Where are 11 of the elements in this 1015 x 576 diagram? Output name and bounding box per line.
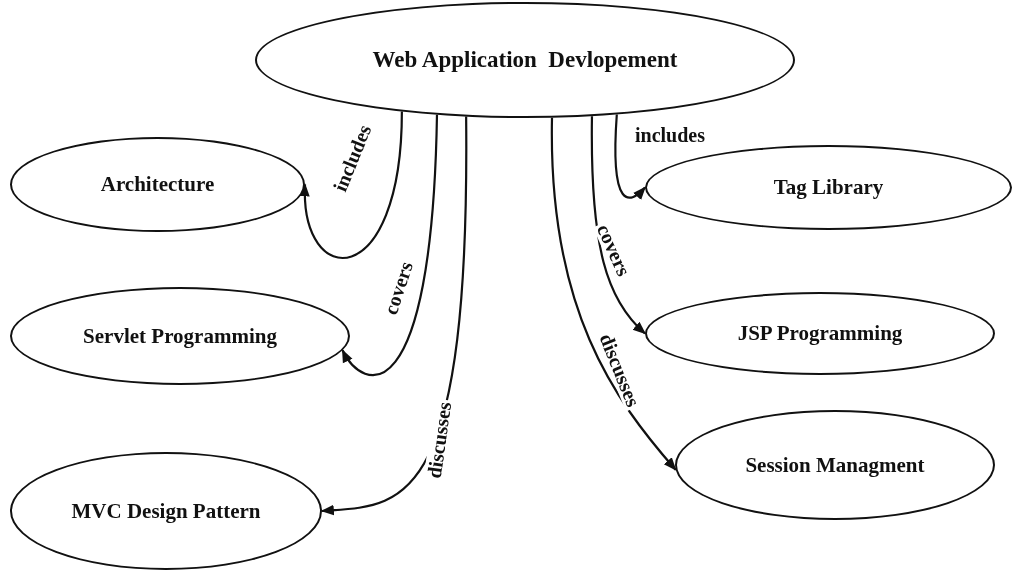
curved-arrow xyxy=(300,111,403,259)
topic-text: Tag Library xyxy=(773,175,884,200)
topic-text: JSP Programming xyxy=(737,321,903,346)
edge-label: includes xyxy=(633,125,707,145)
topic-text: Web Application Devlopement xyxy=(372,47,678,73)
curved-arrow xyxy=(590,116,646,335)
topic-text: MVC Design Pattern xyxy=(71,498,261,524)
curved-arrow xyxy=(550,117,677,471)
topic-text: Session Managment xyxy=(745,452,925,478)
topic-text: Architecture xyxy=(100,172,215,197)
topic-text: Servlet Programming xyxy=(83,323,277,349)
